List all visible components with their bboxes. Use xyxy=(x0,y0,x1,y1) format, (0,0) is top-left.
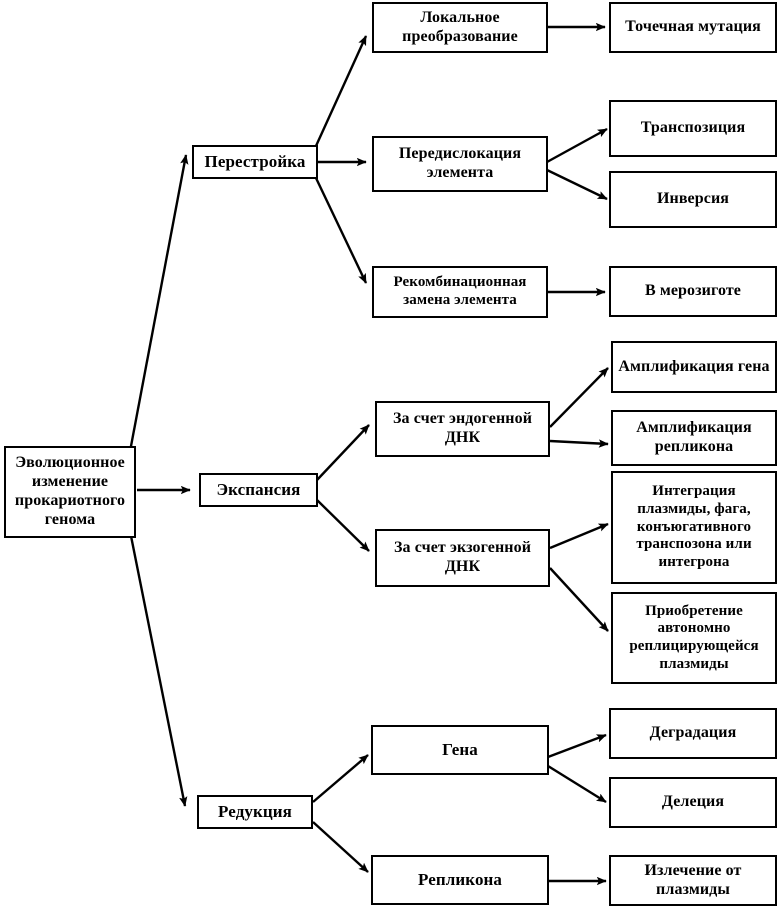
node-degradation-label: Деградация xyxy=(649,724,737,742)
edge-gene-to-deletion xyxy=(547,764,607,804)
edge-gene-to-degradation xyxy=(547,733,607,759)
node-expansion-label: Экспансия xyxy=(216,479,301,499)
node-plasmid-acquisition-label: Приобретение автономно реплицирующейся п… xyxy=(629,602,759,672)
edge-rearrangement-to-local-transform xyxy=(314,35,368,147)
node-root-label: Эволюционное изменение прокариотного ген… xyxy=(14,454,126,528)
node-root[interactable]: Эволюционное изменение прокариотного ген… xyxy=(4,446,136,538)
edge-rearrangement-to-recombination xyxy=(314,177,368,284)
node-inversion[interactable]: Инверсия xyxy=(609,171,777,228)
node-gene-amplification[interactable]: Амплификация гена xyxy=(611,341,777,393)
edge-endogenous-to-gene-amplification xyxy=(549,367,609,428)
node-replicon-amplification-label: Амплификация репликона xyxy=(636,419,752,455)
edge-element-relocation-to-transposition xyxy=(546,127,608,164)
node-gene-label: Гена xyxy=(442,739,478,759)
node-recombination-replacement[interactable]: Рекомбинационная замена элемента xyxy=(372,266,548,318)
node-inversion-label: Инверсия xyxy=(656,190,730,208)
node-degradation[interactable]: Деградация xyxy=(609,708,777,759)
node-integration-label: Интеграция плазмиды, фага, конъюгативног… xyxy=(636,483,752,571)
node-expansion[interactable]: Экспансия xyxy=(199,473,318,507)
edge-exogenous-to-plasmid-acquisition xyxy=(549,567,609,632)
node-endogenous-dna[interactable]: За счет эндогенной ДНК xyxy=(375,401,550,457)
node-in-merozygote-label: В мерозиготе xyxy=(644,282,742,300)
node-point-mutation-label: Точечная мутация xyxy=(625,18,761,36)
edge-root-to-reduction xyxy=(126,520,188,807)
edge-expansion-to-endogenous xyxy=(316,424,370,481)
node-element-relocation-label: Передислокация элемента xyxy=(398,145,522,181)
node-reduction-label: Редукция xyxy=(218,801,292,821)
edge-endogenous-to-replicon-amplification xyxy=(549,439,609,448)
node-point-mutation[interactable]: Точечная мутация xyxy=(609,2,777,53)
node-gene[interactable]: Гена xyxy=(371,725,549,775)
node-recombination-replacement-label: Рекомбинационная замена элемента xyxy=(393,274,527,308)
edge-root-to-rearrangement xyxy=(126,154,189,463)
node-deletion[interactable]: Делеция xyxy=(609,777,777,828)
node-local-transform-label: Локальное преобразование xyxy=(402,8,518,45)
node-rearrangement[interactable]: Перестройка xyxy=(192,145,318,179)
node-exogenous-dna[interactable]: За счет экзогенной ДНК xyxy=(375,529,550,587)
node-in-merozygote[interactable]: В мерозиготе xyxy=(609,266,777,317)
node-local-transform[interactable]: Локальное преобразование xyxy=(372,2,548,53)
edge-element-relocation-to-inversion xyxy=(546,168,608,201)
node-element-relocation[interactable]: Передислокация элемента xyxy=(372,136,548,192)
node-transposition[interactable]: Транспозиция xyxy=(609,100,777,157)
node-endogenous-dna-label: За счет эндогенной ДНК xyxy=(392,410,533,446)
edge-reduction-to-gene xyxy=(312,754,369,803)
node-gene-amplification-label: Амплификация гена xyxy=(618,357,770,375)
node-replicon[interactable]: Репликона xyxy=(371,855,549,905)
node-plasmid-curing-label: Излечение от плазмиды xyxy=(644,861,742,898)
node-transposition-label: Транспозиция xyxy=(640,119,746,137)
node-plasmid-acquisition[interactable]: Приобретение автономно реплицирующейся п… xyxy=(611,592,777,684)
node-plasmid-curing[interactable]: Излечение от плазмиды xyxy=(609,855,777,906)
node-replicon-label: Репликона xyxy=(417,869,503,889)
node-deletion-label: Делеция xyxy=(661,793,725,811)
node-reduction[interactable]: Редукция xyxy=(197,795,313,829)
node-rearrangement-label: Перестройка xyxy=(204,151,306,171)
node-integration[interactable]: Интеграция плазмиды, фага, конъюгативног… xyxy=(611,471,777,584)
edge-expansion-to-exogenous xyxy=(316,499,370,552)
edge-reduction-to-replicon xyxy=(312,821,369,873)
node-replicon-amplification[interactable]: Амплификация репликона xyxy=(611,410,777,466)
edge-exogenous-to-integration xyxy=(549,522,609,550)
node-exogenous-dna-label: За счет экзогенной ДНК xyxy=(393,539,532,575)
